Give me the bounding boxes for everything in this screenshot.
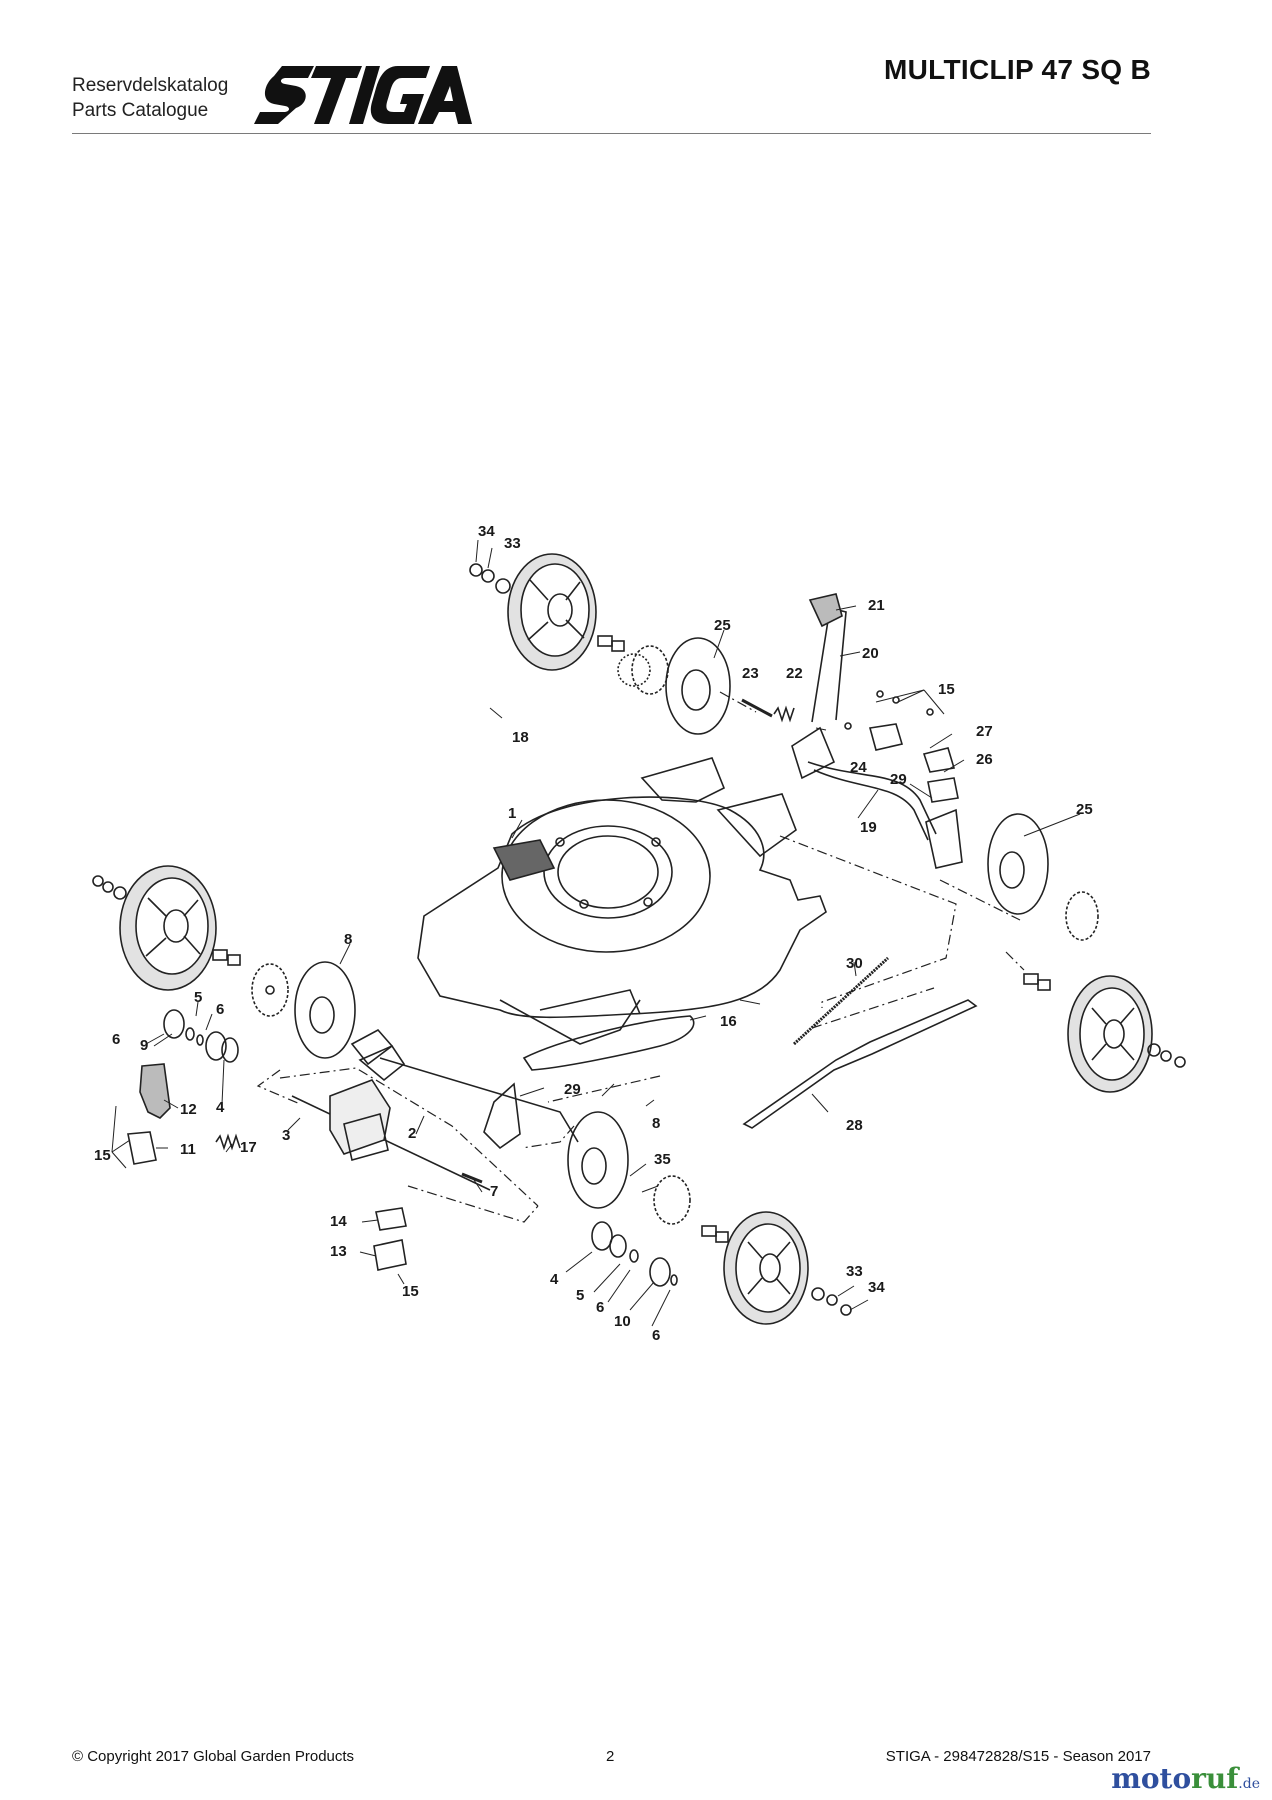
callout-label: 9: [140, 1037, 148, 1054]
callout-label: 4: [216, 1099, 225, 1116]
footer-document-reference: STIGA - 298472828/S15 - Season 2017: [885, 1748, 1151, 1765]
motoruf-watermark: motoruf.de: [1111, 1762, 1260, 1795]
callout-label: 33: [504, 535, 521, 552]
model-name: MULTICLIP 47 SQ B: [884, 54, 1151, 85]
callout-label: 8: [344, 931, 352, 948]
callout-labels: 1 2 3 4 4 5 5 6 6 6 6 7 8 8 9 10 11 12 1…: [94, 523, 1093, 1344]
callout-label: 11: [180, 1141, 196, 1158]
callout-label: 24: [850, 759, 867, 776]
callout-label: 23: [742, 665, 759, 682]
callout-label: 2: [408, 1125, 416, 1142]
callout-label: 16: [720, 1013, 737, 1030]
callout-label: 3: [282, 1127, 290, 1144]
catalog-title-swedish: Reservdelskatalog: [72, 75, 229, 96]
callout-label: 4: [550, 1271, 559, 1288]
callout-label: 8: [652, 1115, 660, 1132]
watermark-part-3: .de: [1238, 1776, 1260, 1792]
callout-label: 1: [508, 805, 516, 822]
callout-label: 6: [112, 1031, 120, 1048]
callout-label: 12: [180, 1101, 197, 1118]
callout-label: 13: [330, 1243, 347, 1260]
callout-label: 25: [1076, 801, 1093, 818]
callout-label: 18: [512, 729, 529, 746]
mower-deck: [417, 757, 827, 1045]
callout-label: 35: [654, 1151, 671, 1168]
callout-label: 28: [846, 1117, 863, 1134]
callout-label: 19: [860, 819, 877, 836]
callout-label: 20: [862, 645, 879, 662]
header-divider: [72, 133, 1151, 134]
callout-label: 7: [490, 1183, 498, 1200]
wheel-left: [119, 865, 217, 991]
callout-label: 34: [868, 1279, 885, 1296]
footer-page-number: 2: [606, 1748, 615, 1765]
callout-label: 29: [890, 771, 907, 788]
catalog-title-english: Parts Catalogue: [72, 100, 209, 121]
callout-label: 29: [564, 1081, 581, 1098]
callout-label: 6: [596, 1299, 604, 1316]
callout-label: 10: [614, 1313, 631, 1330]
stiga-logo: [254, 66, 472, 124]
callout-label: 34: [478, 523, 495, 540]
footer-copyright: © Copyright 2017 Global Garden Products: [72, 1748, 355, 1765]
watermark-part-1: moto: [1111, 1762, 1192, 1795]
callout-label: 26: [976, 751, 993, 768]
callout-label: 6: [216, 1001, 224, 1018]
callout-label: 5: [576, 1287, 584, 1304]
callout-label: 6: [652, 1327, 660, 1344]
callout-label: 5: [194, 989, 202, 1006]
watermark-part-2: ruf: [1191, 1762, 1239, 1795]
wheel-right: [1067, 975, 1153, 1093]
callout-label: 15: [938, 681, 955, 698]
callout-label: 30: [846, 955, 863, 972]
callout-label: 21: [868, 597, 885, 614]
callout-label: 27: [976, 723, 993, 740]
callout-label: 22: [786, 665, 803, 682]
wheel-top: [507, 553, 597, 671]
callout-label: 15: [402, 1283, 419, 1300]
callout-label: 15: [94, 1147, 111, 1164]
callout-label: 17: [240, 1139, 257, 1156]
wheel-bottom: [723, 1211, 809, 1325]
callout-label: 33: [846, 1263, 863, 1280]
callout-label: 14: [330, 1213, 347, 1230]
callout-label: 25: [714, 617, 731, 634]
